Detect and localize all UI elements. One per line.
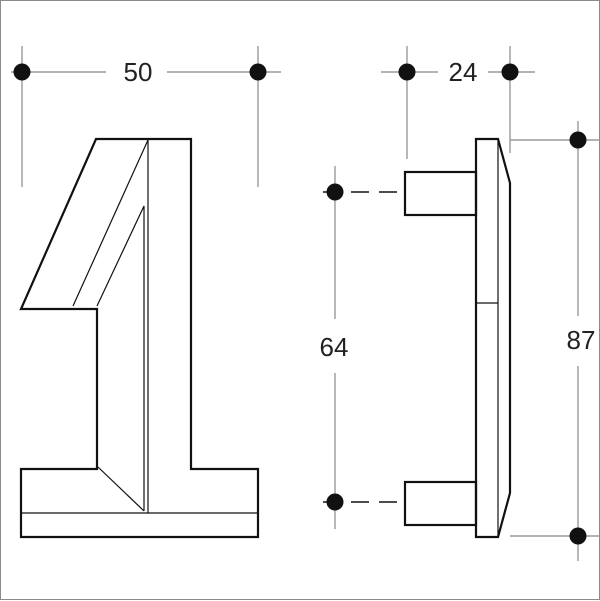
numeral-inner-face bbox=[96, 205, 145, 511]
top-fixing-stud bbox=[403, 170, 478, 217]
dot-height-bottom bbox=[569, 527, 587, 545]
dimension-height-label: 87 bbox=[567, 325, 596, 355]
bottom-fixing-stud bbox=[403, 480, 478, 527]
dimension-depth-label: 24 bbox=[449, 57, 478, 87]
dot-spacing-bottom bbox=[326, 493, 344, 511]
numeral-outline bbox=[19, 137, 260, 539]
dimension-dots bbox=[13, 63, 587, 545]
numeral-foot-diagonal bbox=[97, 466, 145, 512]
side-view bbox=[403, 137, 512, 539]
numeral-bevel-diagonal-outer bbox=[72, 139, 149, 307]
dot-height-top bbox=[569, 131, 587, 149]
extension-lines bbox=[11, 46, 600, 561]
side-plate-seam bbox=[476, 139, 499, 537]
dimension-width-label: 50 bbox=[124, 57, 153, 87]
dot-depth-right bbox=[501, 63, 519, 81]
dot-spacing-top bbox=[326, 183, 344, 201]
dot-width-right bbox=[249, 63, 267, 81]
side-plate bbox=[474, 137, 512, 539]
front-view-numeral-one bbox=[19, 137, 260, 539]
dot-width-left bbox=[13, 63, 31, 81]
dimension-fixing-spacing-label: 64 bbox=[320, 332, 349, 362]
dot-depth-left bbox=[398, 63, 416, 81]
